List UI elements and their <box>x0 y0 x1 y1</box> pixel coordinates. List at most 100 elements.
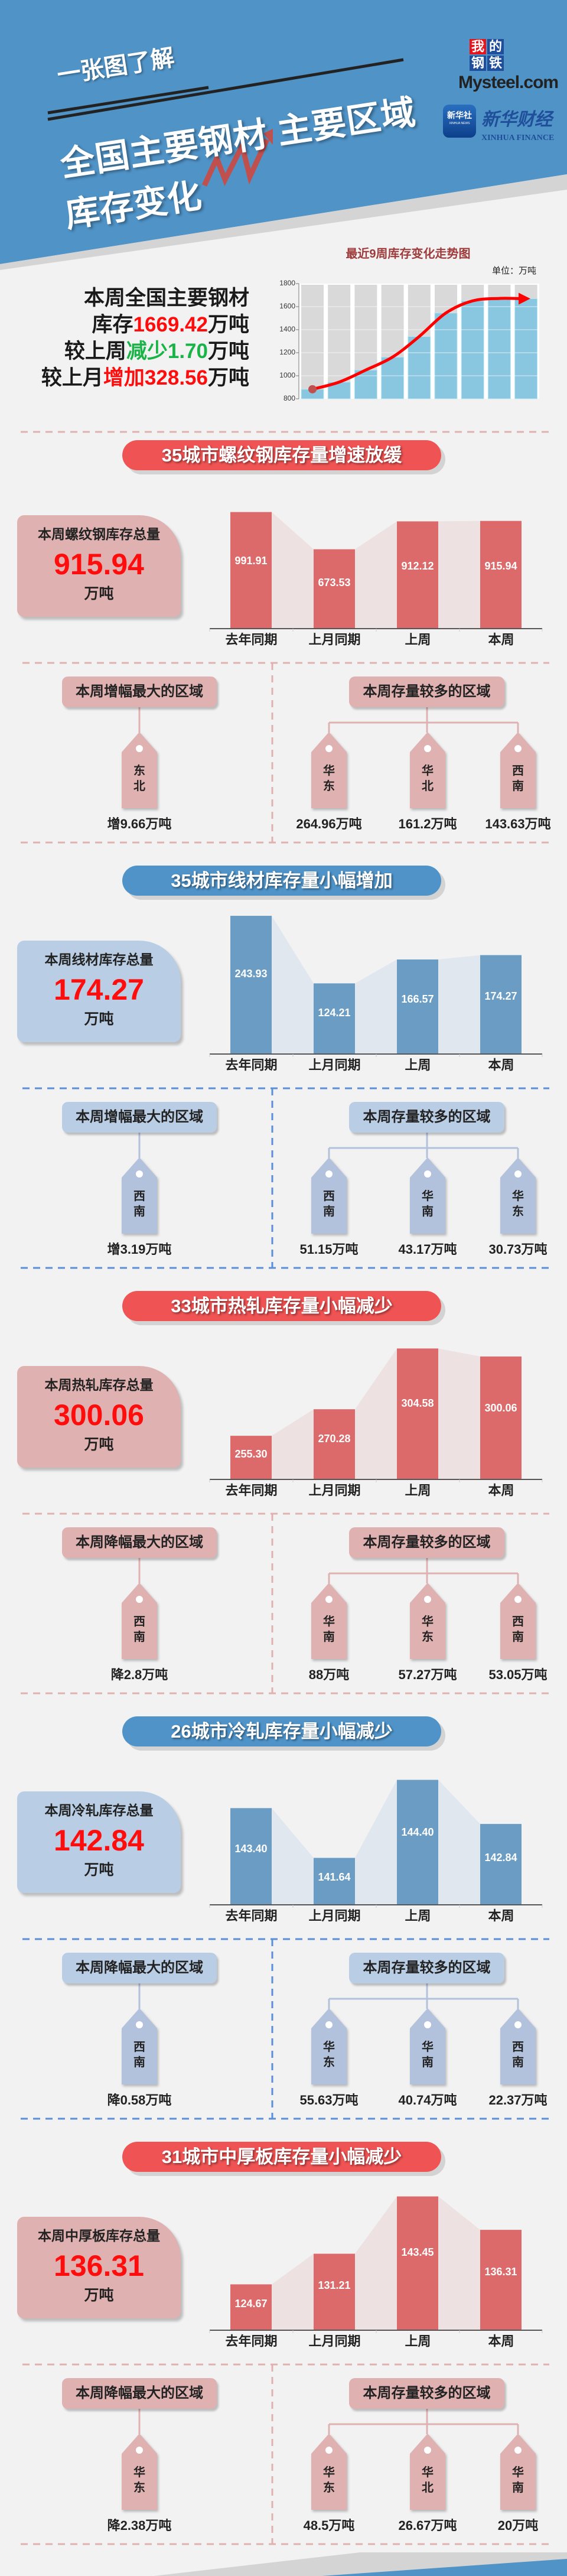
xinhua-finance-logo-en: XINHUA FINANCE <box>481 134 555 142</box>
region-tag-icon <box>311 1583 347 1659</box>
region-name: 西南 <box>133 1190 145 1218</box>
category-label: 上周 <box>405 1058 431 1072</box>
region-name: 西南 <box>512 1615 524 1644</box>
bar-value-label: 255.30 <box>234 1448 268 1460</box>
bar <box>397 959 438 1053</box>
bar <box>434 313 458 399</box>
card-label: 本周冷轧库存总量 <box>44 1803 154 1818</box>
region-tag-icon <box>410 2434 445 2510</box>
bar <box>397 1348 438 1479</box>
category-label: 去年同期 <box>225 632 278 647</box>
bar-connector-area <box>355 1348 397 1479</box>
summary-label: 较上周 <box>64 340 126 363</box>
card-unit: 万吨 <box>84 1436 114 1453</box>
category-label: 上周 <box>405 1908 431 1923</box>
trend-curve <box>312 297 522 391</box>
bar <box>314 2253 355 2330</box>
section-graphics <box>21 1348 549 1694</box>
trend-chart-unit: 单位：万吨 <box>491 266 536 276</box>
bar-connector-area <box>272 2253 314 2330</box>
region-tag-icon <box>500 1157 536 1234</box>
card-value: 174.27 <box>54 973 144 1006</box>
trend-chart-title: 最近9周库存变化走势图 <box>346 248 471 261</box>
bar-value-label: 174.27 <box>484 990 517 1003</box>
region-inventory-value: 264.96万吨 <box>296 817 362 831</box>
card-unit: 万吨 <box>84 2287 114 2304</box>
summary-unit: 万吨 <box>207 313 249 336</box>
bar <box>480 521 522 628</box>
bar <box>314 983 355 1053</box>
tag-hole <box>325 2021 333 2028</box>
region-change-value: 降2.8万吨 <box>110 1667 168 1682</box>
card-value: 300.06 <box>54 1398 144 1432</box>
category-label: 本周 <box>488 2334 514 2349</box>
rising-arrow-icon <box>201 138 270 187</box>
bar <box>480 1824 522 1904</box>
xinhua-finance-logo: 新华财经 <box>481 109 552 130</box>
card-unit: 万吨 <box>84 1011 114 1027</box>
tag-hole <box>424 1596 431 1603</box>
region-inventory-value: 40.74万吨 <box>398 2093 457 2107</box>
region-inventory-value: 53.05万吨 <box>488 1667 548 1682</box>
bar <box>408 336 431 399</box>
monthly-change-value: 增加328.56 <box>103 366 208 389</box>
region-name: 华东 <box>323 765 335 793</box>
region-inventory-value: 43.17万吨 <box>398 1242 457 1257</box>
bar-value-label: 124.21 <box>318 1007 351 1019</box>
region-inventory-value: 88万吨 <box>308 1667 350 1682</box>
tag-hole <box>325 745 333 752</box>
section-title: 31城市中厚板库存量小幅减少 <box>122 2142 441 2172</box>
region-change-value: 降2.38万吨 <box>107 2518 172 2533</box>
xinhua-news-logo: 新华社 XINHUA NEWS <box>443 105 476 138</box>
region-change-value: 降0.58万吨 <box>107 2093 172 2107</box>
tag-hole <box>514 745 522 752</box>
tag-hole <box>325 1596 333 1603</box>
region-name: 华东 <box>323 2041 335 2069</box>
header-background <box>0 0 567 270</box>
bar <box>397 521 438 628</box>
bar <box>461 300 484 399</box>
bar <box>314 549 355 628</box>
tag-hole <box>514 1596 522 1603</box>
section-graphics <box>21 2196 549 2545</box>
section-title: 26城市冷轧库存量小幅减少 <box>122 1716 441 1746</box>
region-tag-icon <box>122 2434 157 2510</box>
bar <box>381 356 405 399</box>
region-name: 华北 <box>422 765 434 793</box>
tag-hole <box>514 2021 522 2028</box>
bar-value-label: 142.84 <box>484 1852 517 1864</box>
y-tick-label: 1800 <box>279 279 295 287</box>
top-regions-heading: 本周存量较多的区域 <box>349 2378 504 2409</box>
region-tag-icon <box>311 1157 347 1234</box>
category-label: 去年同期 <box>225 1908 278 1923</box>
region-name: 西南 <box>133 1615 145 1644</box>
top-regions-heading: 本周存量较多的区域 <box>349 1102 504 1133</box>
change-region-heading: 本周降幅最大的区域 <box>62 1527 217 1558</box>
mysteel-logo: 我 的 钢 铁 <box>470 39 504 71</box>
change-region-heading: 本周增幅最大的区域 <box>62 1102 217 1133</box>
section-graphics <box>21 431 549 844</box>
bar-value-label: 991.91 <box>234 555 268 567</box>
bar <box>514 298 538 399</box>
trend-start-dot <box>308 385 317 393</box>
tag-hole <box>514 1170 522 1178</box>
bar-connector-area <box>355 959 397 1053</box>
region-change-value: 增3.19万吨 <box>107 1242 172 1257</box>
bar-connector-area <box>438 1348 480 1479</box>
footer-decoration <box>154 2552 567 2576</box>
tag-hole <box>325 2447 333 2454</box>
mysteel-logo-char: 我 <box>470 39 486 54</box>
bar <box>230 1436 272 1479</box>
bar-value-label: 166.57 <box>401 993 434 1005</box>
blue-banner <box>0 0 567 264</box>
bar-value-label: 136.31 <box>484 2266 517 2278</box>
region-name: 华东 <box>323 2466 335 2494</box>
tag-hole <box>325 1170 333 1178</box>
bar-connector-area <box>355 1780 397 1904</box>
bar-value-label: 243.93 <box>234 967 268 980</box>
region-name: 华南 <box>422 1190 434 1218</box>
